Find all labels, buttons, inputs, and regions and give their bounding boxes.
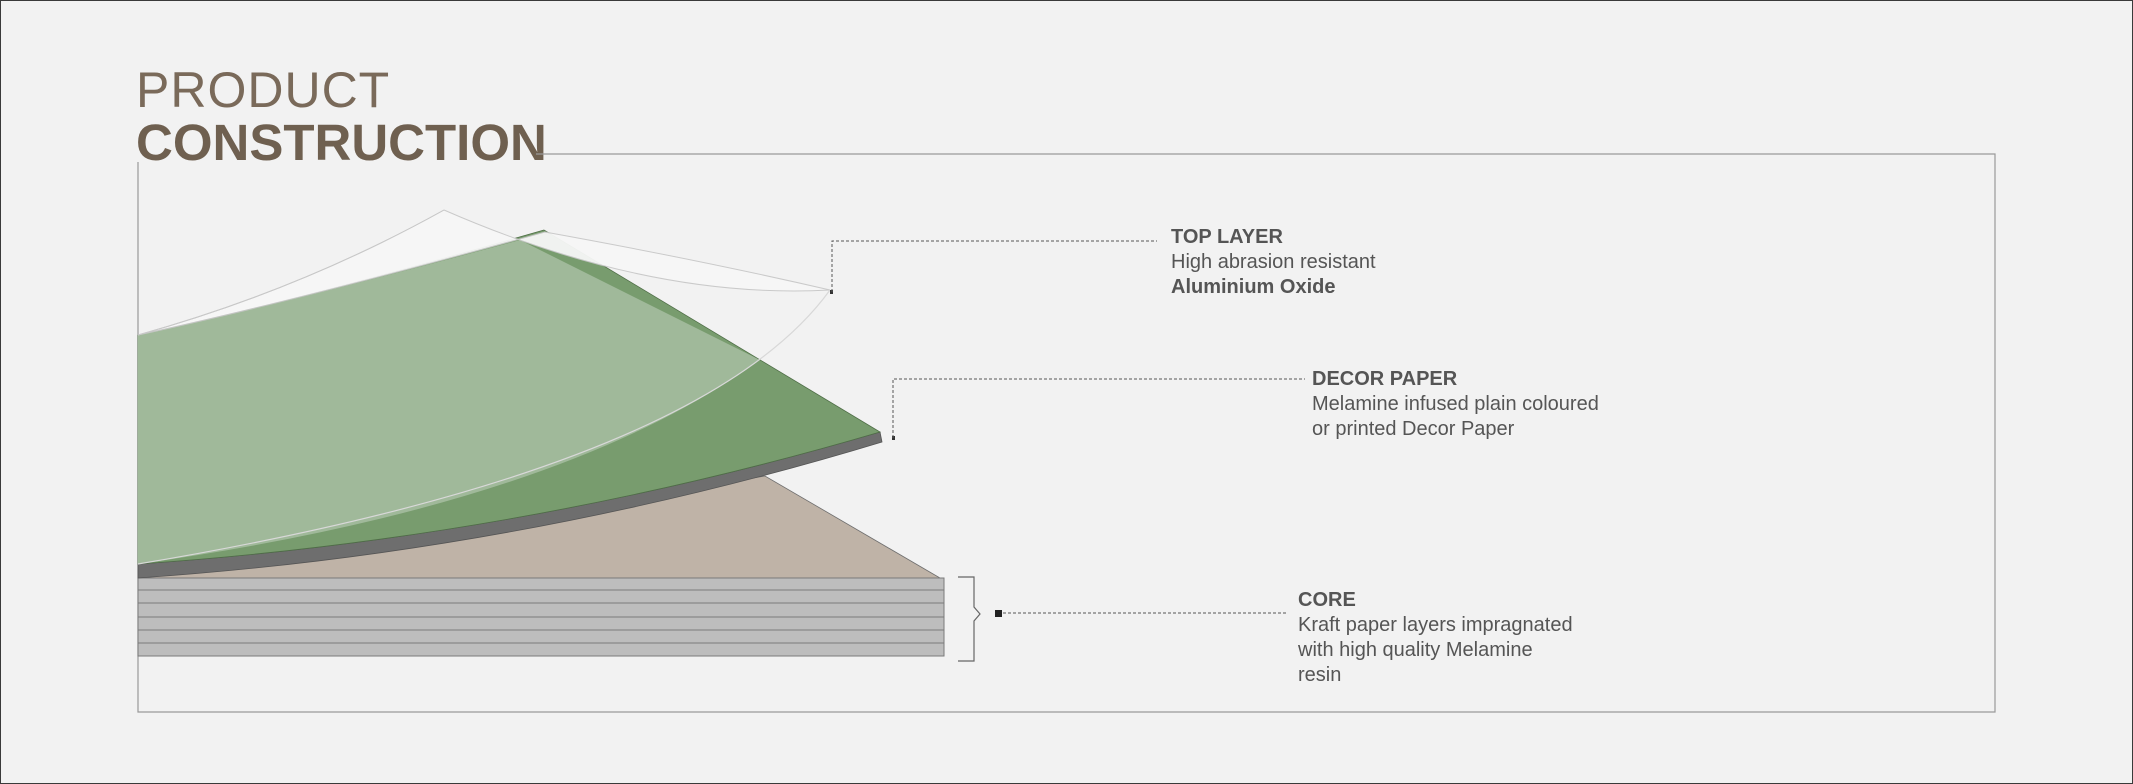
callout-text: Kraft paper layers impragnated (1298, 614, 1573, 636)
top-layer-curve (137, 289, 831, 565)
page-title: PRODUCT CONSTRUCTION (136, 62, 547, 168)
callout-heading: CORE (1298, 589, 1356, 611)
callout-text: or printed Decor Paper (1312, 418, 1515, 440)
title-line-construction: CONSTRUCTION (136, 114, 547, 171)
callout-text: with high quality Melamine (1298, 639, 1533, 661)
callout-core: CORE Kraft paper layers impragnated with… (1298, 588, 1573, 688)
leader-top-layer (830, 240, 1157, 294)
decor-paper-light (138, 240, 760, 564)
leader-decor-paper (892, 378, 1305, 440)
callout-decor-paper: DECOR PAPER Melamine infused plain colou… (1312, 367, 1599, 442)
callout-top-layer: TOP LAYER High abrasion resistant Alumin… (1171, 225, 1376, 300)
leader-core (995, 610, 1286, 617)
callout-heading: DECOR PAPER (1312, 368, 1458, 390)
callout-text: resin (1298, 664, 1342, 686)
core-stack (137, 577, 945, 657)
callout-heading: TOP LAYER (1171, 226, 1283, 248)
callout-text: Aluminium Oxide (1171, 276, 1336, 298)
core-bracket (958, 576, 981, 662)
top-layer-edge (137, 209, 445, 336)
callout-text: Melamine infused plain coloured (1312, 393, 1599, 415)
title-line-product: PRODUCT (136, 62, 391, 118)
callout-text: High abrasion resistant (1171, 251, 1376, 273)
